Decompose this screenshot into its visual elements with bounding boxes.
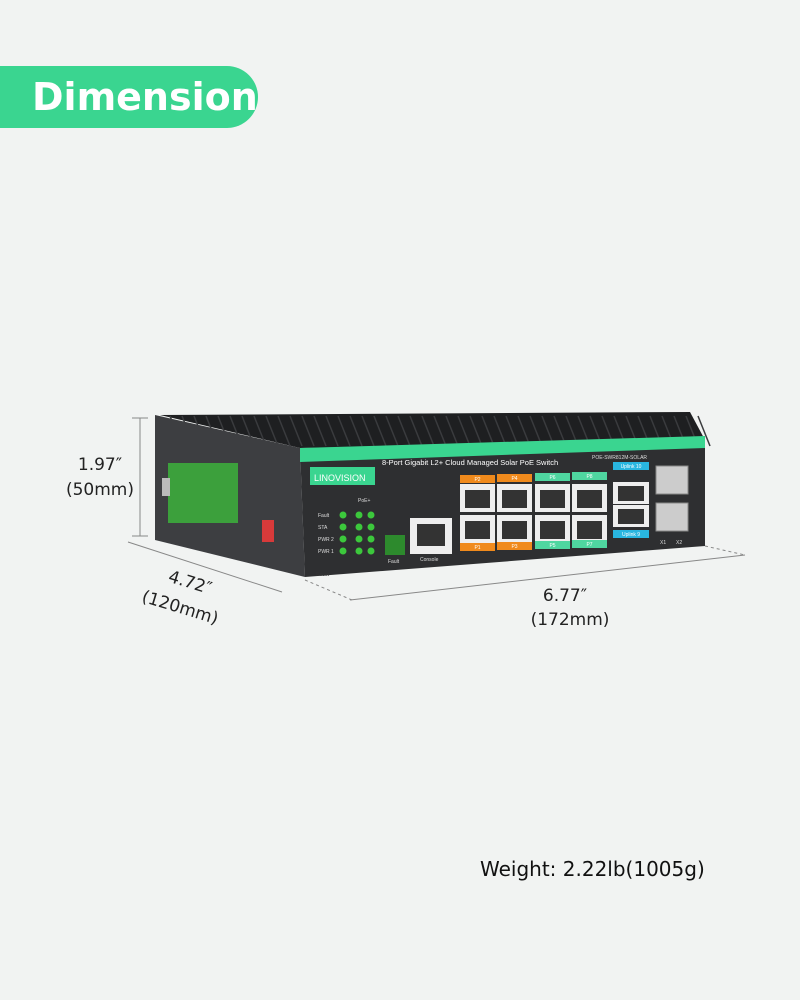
port-socket [618, 486, 644, 501]
led-icon [355, 547, 363, 555]
port-label-band [572, 540, 607, 548]
led-icon [339, 547, 347, 555]
fin [469, 415, 483, 447]
port-label: Uplink 10 [621, 464, 642, 470]
brand-logo: LINOVISION [314, 473, 366, 483]
port-socket [502, 490, 527, 508]
port-label-band [460, 475, 495, 483]
fin [517, 415, 531, 447]
port-label-band [497, 474, 532, 482]
port-label-band [460, 543, 495, 551]
port-label-band [613, 530, 649, 538]
fin [337, 415, 351, 447]
fin [421, 415, 435, 447]
port-label-band [572, 472, 607, 480]
width-inches: 6.77″ [542, 586, 588, 606]
port-socket [540, 490, 565, 508]
brand-plate [310, 467, 375, 485]
port-socket [465, 490, 490, 508]
led-icon [367, 535, 375, 543]
fin [301, 415, 315, 447]
fin [289, 415, 303, 447]
dimension-lines [127, 417, 746, 601]
model-number: POE-SWR812M-SOLAR [592, 455, 647, 461]
accent-stripe [300, 436, 705, 462]
fin [445, 415, 459, 447]
fault-label: Fault [388, 559, 400, 565]
port-label: P4 [511, 476, 517, 482]
fin [385, 415, 399, 447]
led-icon [355, 523, 363, 531]
dip-switch [262, 520, 274, 542]
port-socket [502, 521, 527, 539]
led-icon [355, 535, 363, 543]
fin [493, 415, 507, 447]
port-socket [540, 521, 565, 539]
height-inches: 1.97″ [77, 455, 123, 475]
port-label-band [535, 541, 570, 549]
sfp-label: X2 [676, 540, 682, 546]
fin [505, 415, 519, 447]
reset-label: Reset [316, 572, 330, 578]
fin [433, 415, 447, 447]
led-icon [355, 511, 363, 519]
port-label: Uplink 9 [622, 532, 640, 538]
sfp-port[interactable] [655, 502, 689, 532]
port-label: P8 [586, 474, 592, 480]
fin [697, 415, 711, 447]
width-mm: (172mm) [530, 610, 610, 630]
poe-label: PoE+ [358, 498, 370, 504]
port-socket [618, 509, 644, 524]
port-label: P7 [586, 542, 592, 548]
led-label: PWR 2 [318, 537, 334, 543]
section-title: Dimension [0, 66, 258, 128]
led-label: Fault [318, 513, 330, 519]
fin [325, 415, 339, 447]
sfp-label: X1 [660, 540, 666, 546]
fin [457, 415, 471, 447]
fin [265, 415, 279, 447]
port-label: P1 [474, 545, 480, 551]
led-label: PWR 1 [318, 549, 334, 555]
fin [277, 415, 291, 447]
led-icon [367, 547, 375, 555]
fin [397, 415, 411, 447]
port-label-band [613, 462, 649, 470]
fin [409, 415, 423, 447]
port-socket [577, 490, 602, 508]
screw-icon [162, 478, 170, 496]
led-icon [339, 535, 347, 543]
height-mm: (50mm) [65, 480, 135, 500]
fin [361, 415, 375, 447]
product-name: 8-Port Gigabit L2+ Cloud Managed Solar P… [382, 458, 558, 467]
port-label-band [497, 542, 532, 550]
weight-label: Weight: 2.22lb(1005g) [480, 857, 705, 881]
led-icon [339, 511, 347, 519]
port-label: P5 [549, 543, 555, 549]
port-label: P2 [474, 477, 480, 483]
fin [373, 415, 387, 447]
terminal-block [168, 463, 238, 523]
led-icon [367, 523, 375, 531]
led-icon [367, 511, 375, 519]
port-label: P6 [549, 475, 555, 481]
led-icon [339, 523, 347, 531]
fin [349, 415, 363, 447]
port-label-band [535, 473, 570, 481]
led-label: STA [318, 525, 328, 531]
fin [313, 415, 327, 447]
port-label: P3 [511, 544, 517, 550]
console-label: Console [420, 557, 439, 563]
sfp-port[interactable] [655, 465, 689, 495]
fault-connector [385, 535, 405, 555]
port-socket [577, 521, 602, 539]
console-socket [417, 524, 445, 546]
fin [481, 415, 495, 447]
port-socket [465, 521, 490, 539]
